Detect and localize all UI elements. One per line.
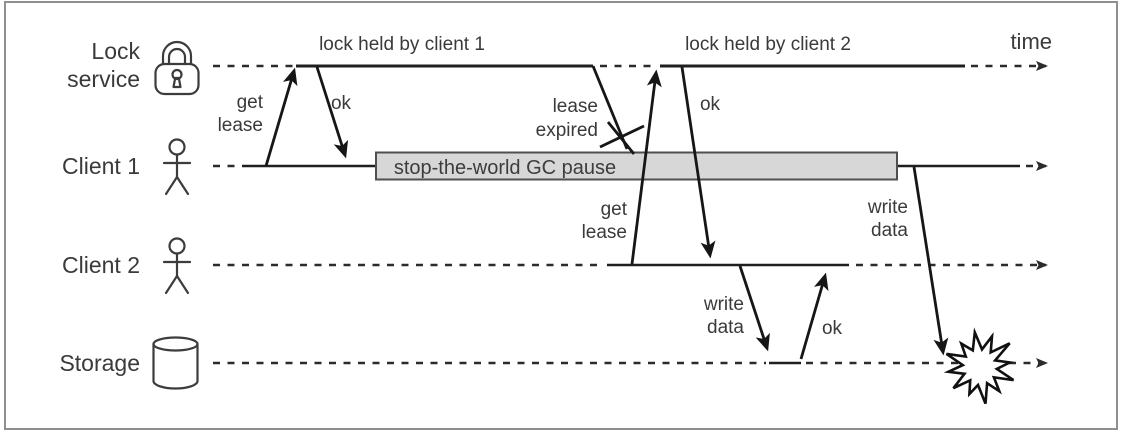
ok2-arrow bbox=[680, 66, 716, 259]
lock-held-client1-label: lock held by client 1 bbox=[319, 34, 485, 55]
ok3-arrow bbox=[799, 272, 829, 360]
lock-held-client2-label: lock held by client 2 bbox=[685, 34, 851, 55]
diagram-frame bbox=[4, 1, 1118, 430]
person-icon bbox=[162, 237, 192, 295]
lease-expired-label-line2: expired bbox=[536, 120, 598, 141]
ok2-label: ok bbox=[700, 94, 721, 115]
database-cylinder-icon bbox=[152, 336, 199, 390]
gc-pause-box bbox=[375, 151, 898, 181]
write-data2-label-line2: data bbox=[871, 220, 908, 241]
write-data1-label-line1: write bbox=[703, 294, 744, 315]
lane-label-lock-service-line1: Lock bbox=[91, 38, 140, 64]
write-data1-arrow bbox=[738, 265, 770, 352]
ok1-arrow bbox=[315, 66, 349, 159]
gc-pause-label: stop-the-world GC pause bbox=[394, 157, 616, 179]
ok3-label: ok bbox=[822, 318, 843, 339]
padlock-icon bbox=[154, 40, 200, 96]
lane-label-storage: Storage bbox=[59, 350, 140, 376]
ok1-label: ok bbox=[331, 93, 352, 114]
lane-label-lock-service-line2: service bbox=[67, 66, 140, 92]
time-axis-label: time bbox=[1010, 29, 1052, 54]
lease-expired-label-line1: lease bbox=[553, 96, 598, 117]
lane-label-client1: Client 1 bbox=[62, 153, 140, 179]
lease-expired-line bbox=[591, 65, 629, 150]
get-lease1-label-line2: lease bbox=[218, 115, 263, 136]
lane-label-client2: Client 2 bbox=[62, 252, 140, 278]
lease-expired-x-mark bbox=[599, 121, 645, 155]
get-lease1-arrow bbox=[264, 67, 298, 167]
get-lease2-label-line1: get bbox=[601, 199, 628, 220]
write-data1-label-line2: data bbox=[707, 317, 744, 338]
person-icon bbox=[162, 138, 192, 196]
write-data2-arrow bbox=[912, 166, 949, 356]
get-lease1-label-line1: get bbox=[237, 92, 264, 113]
write-data2-label-line1: write bbox=[867, 197, 908, 218]
explosion-burst bbox=[943, 327, 1015, 405]
get-lease2-label-line2: lease bbox=[582, 222, 627, 243]
get-lease2-arrow bbox=[630, 69, 662, 265]
